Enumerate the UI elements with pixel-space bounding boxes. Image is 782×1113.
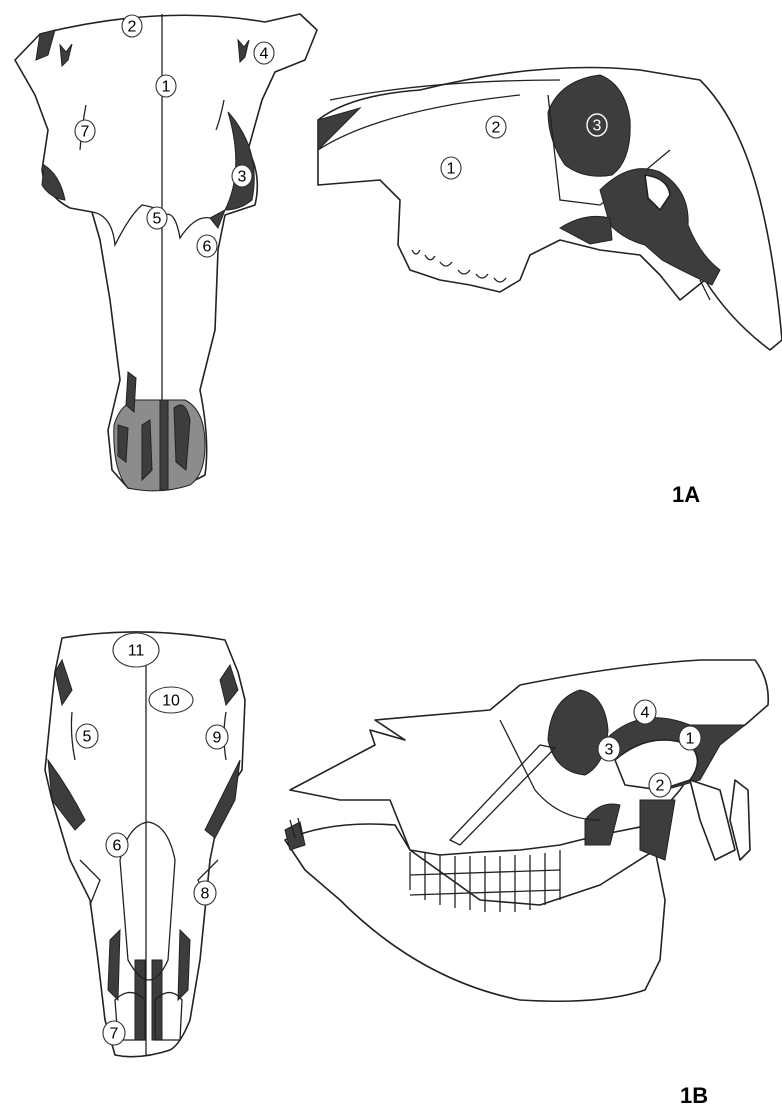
skull-1b-lateral <box>285 660 768 1001</box>
marker-1a-dorsal-2: 2 <box>122 15 142 37</box>
svg-text:6: 6 <box>113 838 122 855</box>
svg-text:4: 4 <box>641 705 650 722</box>
marker-1b-lateral-4: 4 <box>634 700 656 724</box>
marker-1a-dorsal-5: 5 <box>147 207 167 229</box>
marker-1a-dorsal-7: 7 <box>75 120 95 142</box>
panel-label-1b: 1B <box>680 1083 708 1109</box>
marker-1b-dorsal-9: 9 <box>206 725 228 749</box>
svg-text:3: 3 <box>605 742 614 759</box>
svg-text:2: 2 <box>128 19 137 36</box>
svg-text:7: 7 <box>81 124 90 141</box>
svg-text:2: 2 <box>492 120 501 137</box>
marker-1a-lateral-2: 2 <box>486 116 506 138</box>
svg-text:3: 3 <box>593 118 602 135</box>
marker-1b-dorsal-6: 6 <box>106 833 128 857</box>
marker-1b-lateral-3: 3 <box>598 737 620 761</box>
skull-1a-lateral <box>318 68 782 351</box>
marker-1a-lateral-3: 3 <box>587 114 607 136</box>
marker-1a-lateral-1: 1 <box>441 157 461 179</box>
svg-text:6: 6 <box>203 239 212 256</box>
svg-text:2: 2 <box>656 778 665 795</box>
svg-text:9: 9 <box>213 730 222 747</box>
marker-1a-dorsal-6: 6 <box>197 235 217 257</box>
marker-1b-dorsal-8: 8 <box>194 881 216 905</box>
marker-1a-dorsal-4: 4 <box>254 42 274 64</box>
svg-text:7: 7 <box>110 1026 119 1043</box>
svg-text:8: 8 <box>201 886 210 903</box>
marker-1b-dorsal-5: 5 <box>76 724 98 748</box>
marker-1b-lateral-2: 2 <box>649 773 671 797</box>
panel-label-1a: 1A <box>672 482 700 508</box>
marker-1b-dorsal-7: 7 <box>103 1021 125 1045</box>
marker-1a-dorsal-3: 3 <box>232 165 252 187</box>
svg-text:3: 3 <box>238 169 247 186</box>
svg-text:10: 10 <box>162 693 180 710</box>
svg-text:1: 1 <box>447 161 456 178</box>
svg-text:11: 11 <box>128 643 145 660</box>
svg-text:1: 1 <box>162 79 171 96</box>
marker-1b-lateral-1: 1 <box>679 726 701 750</box>
svg-text:5: 5 <box>153 211 162 228</box>
svg-text:4: 4 <box>260 46 269 63</box>
marker-1b-dorsal-10: 10 <box>149 687 193 713</box>
svg-text:1: 1 <box>686 731 695 748</box>
skull-1b-dorsal <box>45 632 245 1057</box>
marker-1b-dorsal-11: 11 <box>113 633 159 667</box>
marker-1a-dorsal-1: 1 <box>156 75 176 97</box>
svg-text:5: 5 <box>83 729 92 746</box>
